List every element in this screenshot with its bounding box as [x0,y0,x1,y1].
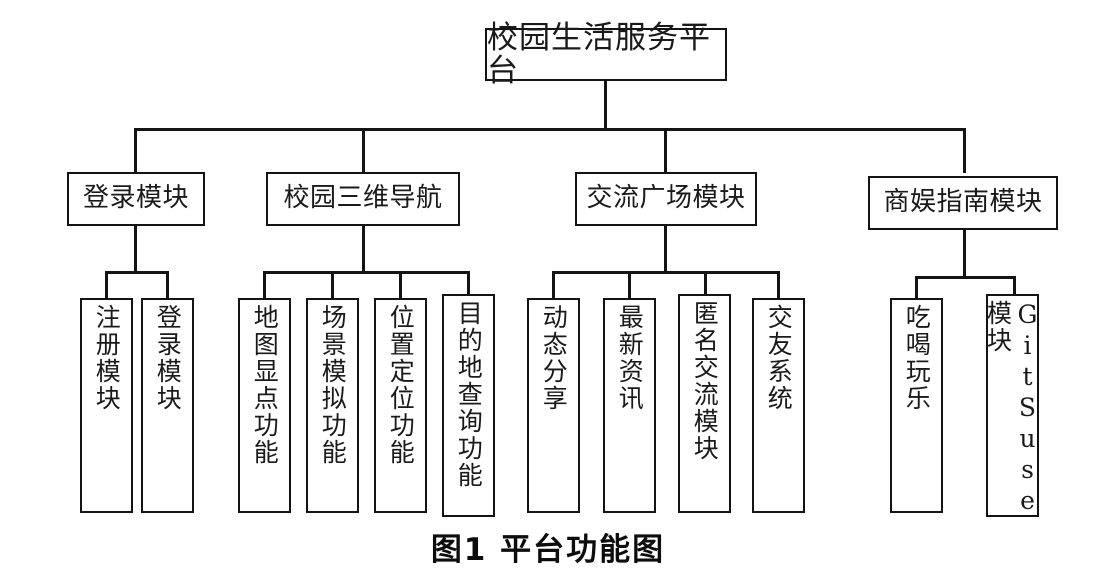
node-leaf-friends-label: 交友系统 [764,304,794,412]
connector-drop-leaf-2-3 [399,271,402,299]
node-leaf-positioning-label: 位置定位功能 [386,304,416,466]
node-leaf-map-markers-label: 地图显点功能 [250,304,280,466]
connector-root-stem [604,81,607,129]
connector-drop-module-4 [963,128,966,173]
connector-stem-group-4 [963,230,966,277]
node-module-plaza-label: 交流广场模块 [586,183,746,214]
connector-drop-module-1 [134,128,137,173]
connector-drop-leaf-1-1 [105,271,108,299]
connector-drop-leaf-3-3 [704,271,707,295]
node-leaf-login: 登录模块 [141,298,194,513]
node-leaf-gitsuse: GitSuse模块 [983,294,1043,517]
connector-bus-group-4 [915,276,1016,279]
node-leaf-login-label: 登录模块 [153,304,183,412]
connector-stem-group-3 [664,226,667,273]
connector-drop-leaf-3-1 [552,271,555,299]
node-leaf-anonymous-chat: 匿名交流模块 [678,294,731,513]
node-module-plaza: 交流广场模块 [575,172,757,226]
connector-bus-group-2 [263,271,470,274]
node-leaf-destination-query: 目的地查询功能 [442,294,495,517]
node-leaf-scene-simulation-label: 场景模拟功能 [318,304,348,466]
node-leaf-news-label: 最新资讯 [615,304,645,412]
node-module-navigation: 校园三维导航 [266,172,460,226]
connector-drop-leaf-2-1 [263,271,266,299]
connector-drop-leaf-4-2 [1013,276,1016,299]
node-leaf-gitsuse-label: GitSuse模块 [983,300,1043,517]
connector-drop-leaf-2-4 [467,271,470,299]
figure-caption: 图1 平台功能图 [430,532,666,568]
connector-bus-group-1 [105,271,168,274]
node-leaf-destination-query-label: 目的地查询功能 [454,300,484,489]
connector-drop-leaf-2-2 [331,271,334,299]
connector-drop-leaf-3-2 [628,271,631,299]
connector-drop-leaf-3-4 [777,271,780,299]
connector-stem-group-1 [134,226,137,273]
node-module-guide-label: 商娱指南模块 [883,187,1043,218]
node-leaf-register-label: 注册模块 [92,304,122,412]
node-leaf-food-fun: 吃喝玩乐 [890,298,943,513]
node-root-label: 校园生活服务平台 [487,19,711,89]
node-leaf-moments-label: 动态分享 [539,304,569,412]
node-leaf-anonymous-chat-label: 匿名交流模块 [690,300,720,462]
node-leaf-map-markers: 地图显点功能 [238,298,291,513]
connector-drop-module-2 [362,128,365,173]
node-leaf-positioning: 位置定位功能 [374,298,427,513]
node-leaf-moments: 动态分享 [527,298,580,513]
node-leaf-register: 注册模块 [80,298,133,513]
connector-main-bus [134,128,966,131]
node-module-login: 登录模块 [67,172,205,226]
connector-drop-leaf-1-2 [166,271,169,299]
connector-drop-leaf-4-1 [915,276,918,299]
node-leaf-food-fun-label: 吃喝玩乐 [902,304,932,412]
connector-bus-group-3 [552,271,780,274]
node-module-navigation-label: 校园三维导航 [283,183,443,214]
connector-drop-module-3 [664,128,667,173]
node-leaf-friends: 交友系统 [752,298,805,513]
node-root: 校园生活服务平台 [485,21,727,87]
connector-stem-group-2 [362,226,365,273]
node-module-guide: 商娱指南模块 [868,176,1058,230]
node-leaf-scene-simulation: 场景模拟功能 [306,298,359,513]
node-module-login-label: 登录模块 [82,183,189,214]
node-leaf-news: 最新资讯 [603,298,656,513]
